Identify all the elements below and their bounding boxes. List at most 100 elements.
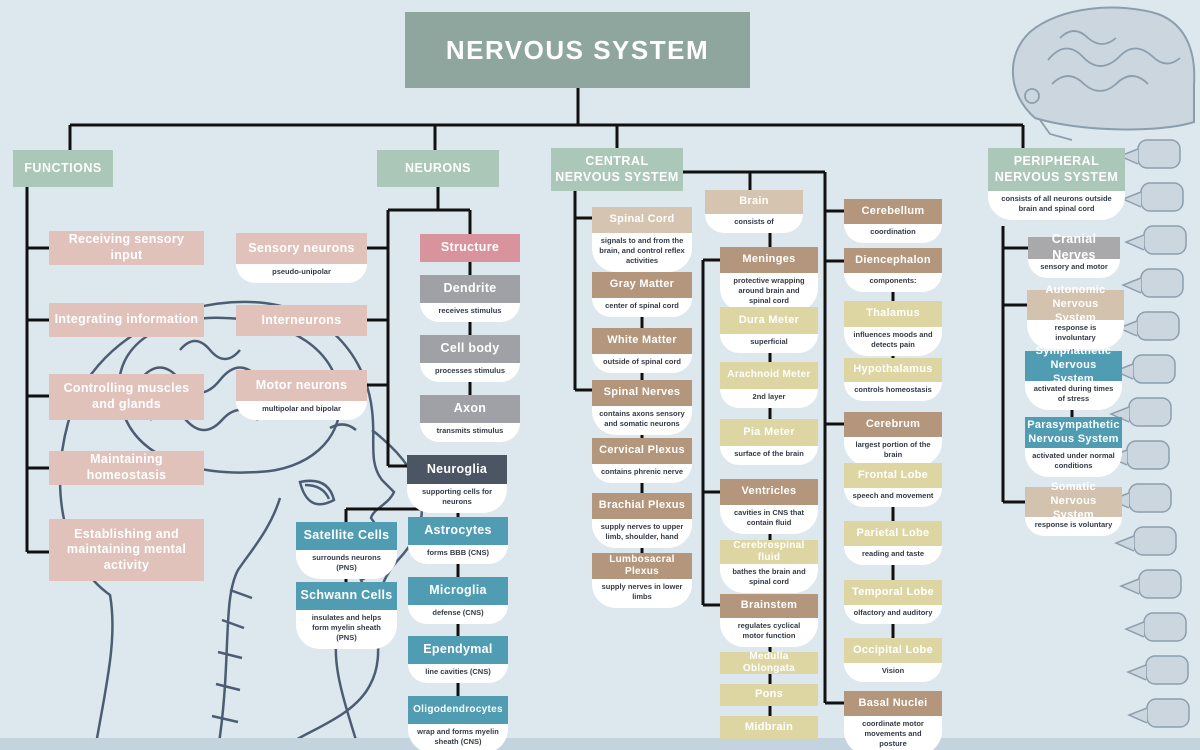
node-brain-label: Brain — [705, 190, 803, 214]
node-integrating-information: Integrating information — [49, 303, 204, 337]
node-spinal-cord-sub: signals to and from the brain, and contr… — [592, 233, 692, 273]
node-microglia: Microglia defense (CNS) — [408, 577, 508, 625]
node-hypothalamus-label: Hypothalamus — [844, 358, 942, 382]
node-ependymal-sub: line cavities (CNS) — [408, 664, 508, 684]
node-cranial-nerves-sub: sensory and motor — [1028, 259, 1120, 279]
node-pons-label: Pons — [720, 684, 818, 706]
node-pia-meter: Pia Meter surface of the brain — [720, 419, 818, 466]
node-astrocytes-label: Astrocytes — [408, 517, 508, 545]
node-autonomic-nervous-system-sub: response is involuntary — [1027, 320, 1124, 350]
node-dura-meter-label: Dura Meter — [720, 307, 818, 334]
node-neuroglia-label: Neuroglia — [407, 455, 507, 484]
node-autonomic-nervous-system: Autonomic Nervous System response is inv… — [1027, 284, 1124, 350]
node-brainstem-label: Brainstem — [720, 594, 818, 618]
node-controlling-muscles-and-glands: Controlling muscles and glands — [49, 374, 204, 420]
node-brainstem-sub: regulates cyclical motor function — [720, 618, 818, 648]
node-receiving-sensory-input-label: Receiving sensory input — [49, 231, 204, 265]
node-brachial-plexus-sub: supply nerves to upper limb, shoulder, h… — [592, 519, 692, 549]
node-somatic-nervous-system-sub: response is voluntary — [1025, 517, 1122, 537]
node-white-matter-label: White Matter — [592, 328, 692, 354]
node-parietal-lobe-sub: reading and taste — [844, 546, 942, 566]
node-ventricles: Ventricles cavities in CNS that contain … — [720, 479, 818, 535]
node-occipital-lobe-sub: Vision — [844, 663, 942, 683]
node-arachnoid-meter-label: Arachnoid Meter — [720, 362, 818, 389]
node-cranial-nerves-label: Cranial Nerves — [1028, 232, 1120, 262]
node-axon: Axon transmits stimulus — [420, 395, 520, 443]
node-neurons: NEURONS — [377, 150, 499, 187]
node-cerebellum: Cerebellum coordination — [844, 199, 942, 244]
node-dendrite-label: Dendrite — [420, 275, 520, 303]
node-microglia-label: Microglia — [408, 577, 508, 605]
node-motor-neurons-sub: multipolar and bipolar — [236, 401, 367, 421]
node-pia-meter-sub: surface of the brain — [720, 446, 818, 466]
node-brachial-plexus: Brachial Plexus supply nerves to upper l… — [592, 493, 692, 549]
node-somatic-nervous-system-label: Somatic Nervous System — [1025, 481, 1122, 521]
skull-spine-illustration — [1011, 6, 1196, 728]
node-white-matter: White Matter outside of spinal cord — [592, 328, 692, 374]
node-cell-body-sub: processes stimulus — [420, 363, 520, 383]
node-midbrain-label: Midbrain — [720, 716, 818, 739]
node-frontal-lobe-sub: speech and movement — [844, 488, 942, 508]
node-pia-meter-label: Pia Meter — [720, 419, 818, 446]
node-brain: Brain consists of — [705, 190, 803, 234]
node-thalamus-sub: influences moods and detects pain — [844, 327, 942, 357]
node-cerebrospinal-fluid-label: Cerebrospinal fluid — [720, 540, 818, 564]
node-schwann-cells: Schwann Cells insulates and helps form m… — [296, 582, 397, 650]
node-cerebellum-label: Cerebellum — [844, 199, 942, 224]
node-satellite-cells-sub: surrounds neurons (PNS) — [296, 550, 397, 580]
node-parietal-lobe: Parietal Lobe reading and taste — [844, 521, 942, 566]
node-dendrite: Dendrite receives stimulus — [420, 275, 520, 323]
node-gray-matter-sub: center of spinal cord — [592, 298, 692, 318]
node-parietal-lobe-label: Parietal Lobe — [844, 521, 942, 546]
node-cervical-plexus-label: Cervical Plexus — [592, 438, 692, 464]
node-dendrite-sub: receives stimulus — [420, 303, 520, 323]
node-basal-nuclei-label: Basal Nuclei — [844, 691, 942, 716]
node-cerebrospinal-fluid: Cerebrospinal fluid bathes the brain and… — [720, 540, 818, 594]
node-peripheral-nervous-system: PERIPHERAL NERVOUS SYSTEM consists of al… — [988, 148, 1125, 221]
node-microglia-sub: defense (CNS) — [408, 605, 508, 625]
node-frontal-lobe-label: Frontal Lobe — [844, 463, 942, 488]
node-motor-neurons-label: Motor neurons — [236, 370, 367, 401]
node-nervous-system-label: NERVOUS SYSTEM — [405, 12, 750, 88]
node-motor-neurons: Motor neurons multipolar and bipolar — [236, 370, 367, 421]
node-meninges: Meninges protective wrapping around brai… — [720, 247, 818, 313]
node-cerebellum-sub: coordination — [844, 224, 942, 244]
node-axon-sub: transmits stimulus — [420, 423, 520, 443]
node-arachnoid-meter-sub: 2nd layer — [720, 389, 818, 409]
node-sympathetic-nervous-system: Symphathetic Nervous System activated du… — [1025, 345, 1122, 411]
node-sensory-neurons: Sensory neurons pseudo-unipolar — [236, 233, 367, 284]
node-basal-nuclei: Basal Nuclei coordinate motor movements … — [844, 691, 942, 750]
node-brachial-plexus-label: Brachial Plexus — [592, 493, 692, 519]
node-dura-meter-sub: superficial — [720, 334, 818, 354]
node-cell-body: Cell body processes stimulus — [420, 335, 520, 383]
node-ventricles-label: Ventricles — [720, 479, 818, 505]
node-cervical-plexus: Cervical Plexus contains phrenic nerve — [592, 438, 692, 484]
node-gray-matter: Gray Matter center of spinal cord — [592, 272, 692, 318]
node-ependymal: Ependymal line cavities (CNS) — [408, 636, 508, 684]
node-thalamus: Thalamus influences moods and detects pa… — [844, 301, 942, 357]
node-cranial-nerves: Cranial Nerves sensory and motor — [1028, 232, 1120, 279]
node-cervical-plexus-sub: contains phrenic nerve — [592, 464, 692, 484]
node-satellite-cells-label: Satellite Cells — [296, 522, 397, 550]
node-neurons-label: NEURONS — [377, 150, 499, 187]
node-schwann-cells-label: Schwann Cells — [296, 582, 397, 610]
node-cerebrum-label: Cerebrum — [844, 412, 942, 437]
node-gray-matter-label: Gray Matter — [592, 272, 692, 298]
node-interneurons-label: Interneurons — [236, 305, 367, 336]
node-meninges-label: Meninges — [720, 247, 818, 273]
node-peripheral-nervous-system-sub: consists of all neurons outside brain an… — [988, 191, 1125, 221]
node-medulla-oblongata: Medulla Oblongata — [720, 651, 818, 674]
node-occipital-lobe: Occipital Lobe Vision — [844, 638, 942, 683]
node-interneurons: Interneurons — [236, 305, 367, 336]
node-pons: Pons — [720, 684, 818, 706]
node-thalamus-label: Thalamus — [844, 301, 942, 327]
node-sensory-neurons-label: Sensory neurons — [236, 233, 367, 264]
node-somatic-nervous-system: Somatic Nervous System response is volun… — [1025, 481, 1122, 537]
node-midbrain: Midbrain — [720, 716, 818, 739]
node-spinal-nerves-label: Spinal Nerves — [592, 380, 692, 406]
node-brain-sub: consists of — [705, 214, 803, 234]
node-white-matter-sub: outside of spinal cord — [592, 354, 692, 374]
node-spinal-nerves: Spinal Nerves contains axons sensory and… — [592, 380, 692, 436]
node-establishing-mental-activity: Establishing and maintaining mental acti… — [49, 519, 204, 581]
